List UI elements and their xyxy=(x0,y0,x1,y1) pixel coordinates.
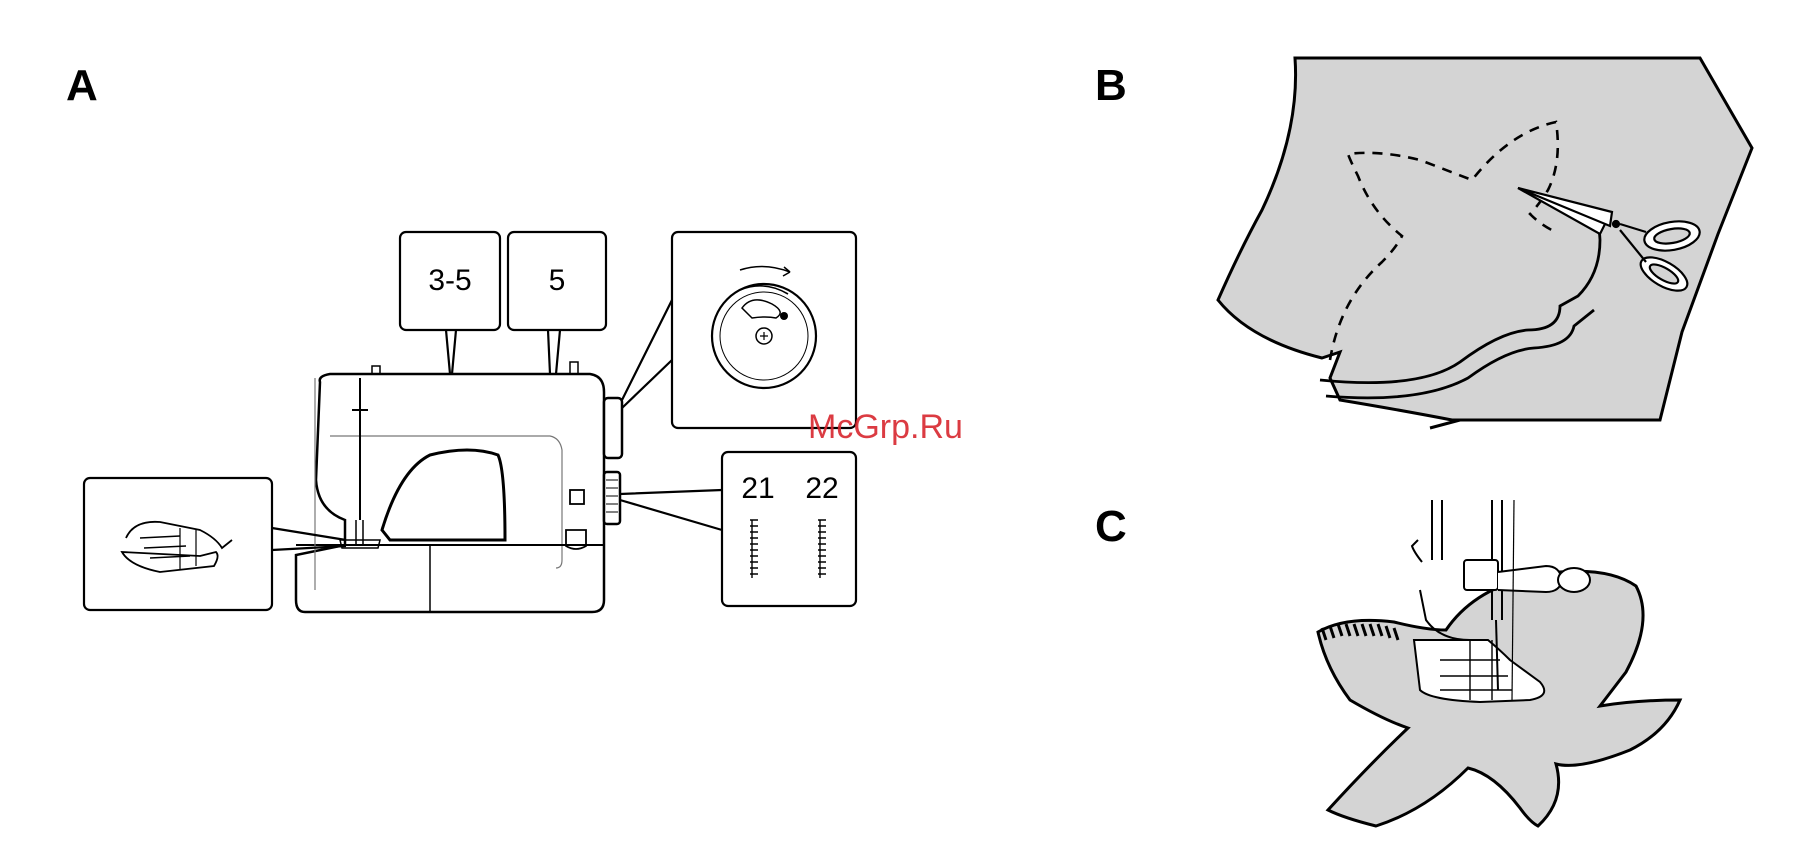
fabric-cutting-illustration xyxy=(1218,58,1752,428)
watermark: McGrp.Ru xyxy=(808,410,963,444)
applique-sewing-illustration xyxy=(1318,500,1680,826)
callout-dial xyxy=(622,232,856,428)
callout-label-stitch-width: 5 xyxy=(508,266,606,296)
spool-pin-right xyxy=(570,362,578,374)
callout-label-pattern-22: 22 xyxy=(794,474,850,504)
callout-label-thread-tension: 3-5 xyxy=(400,266,500,296)
hand-wheel xyxy=(604,398,622,458)
callout-label-pattern-21: 21 xyxy=(730,474,786,504)
callout-thread-tension xyxy=(400,232,500,374)
callout-stitch-width xyxy=(508,232,606,374)
sewing-machine-illustration xyxy=(296,362,622,612)
